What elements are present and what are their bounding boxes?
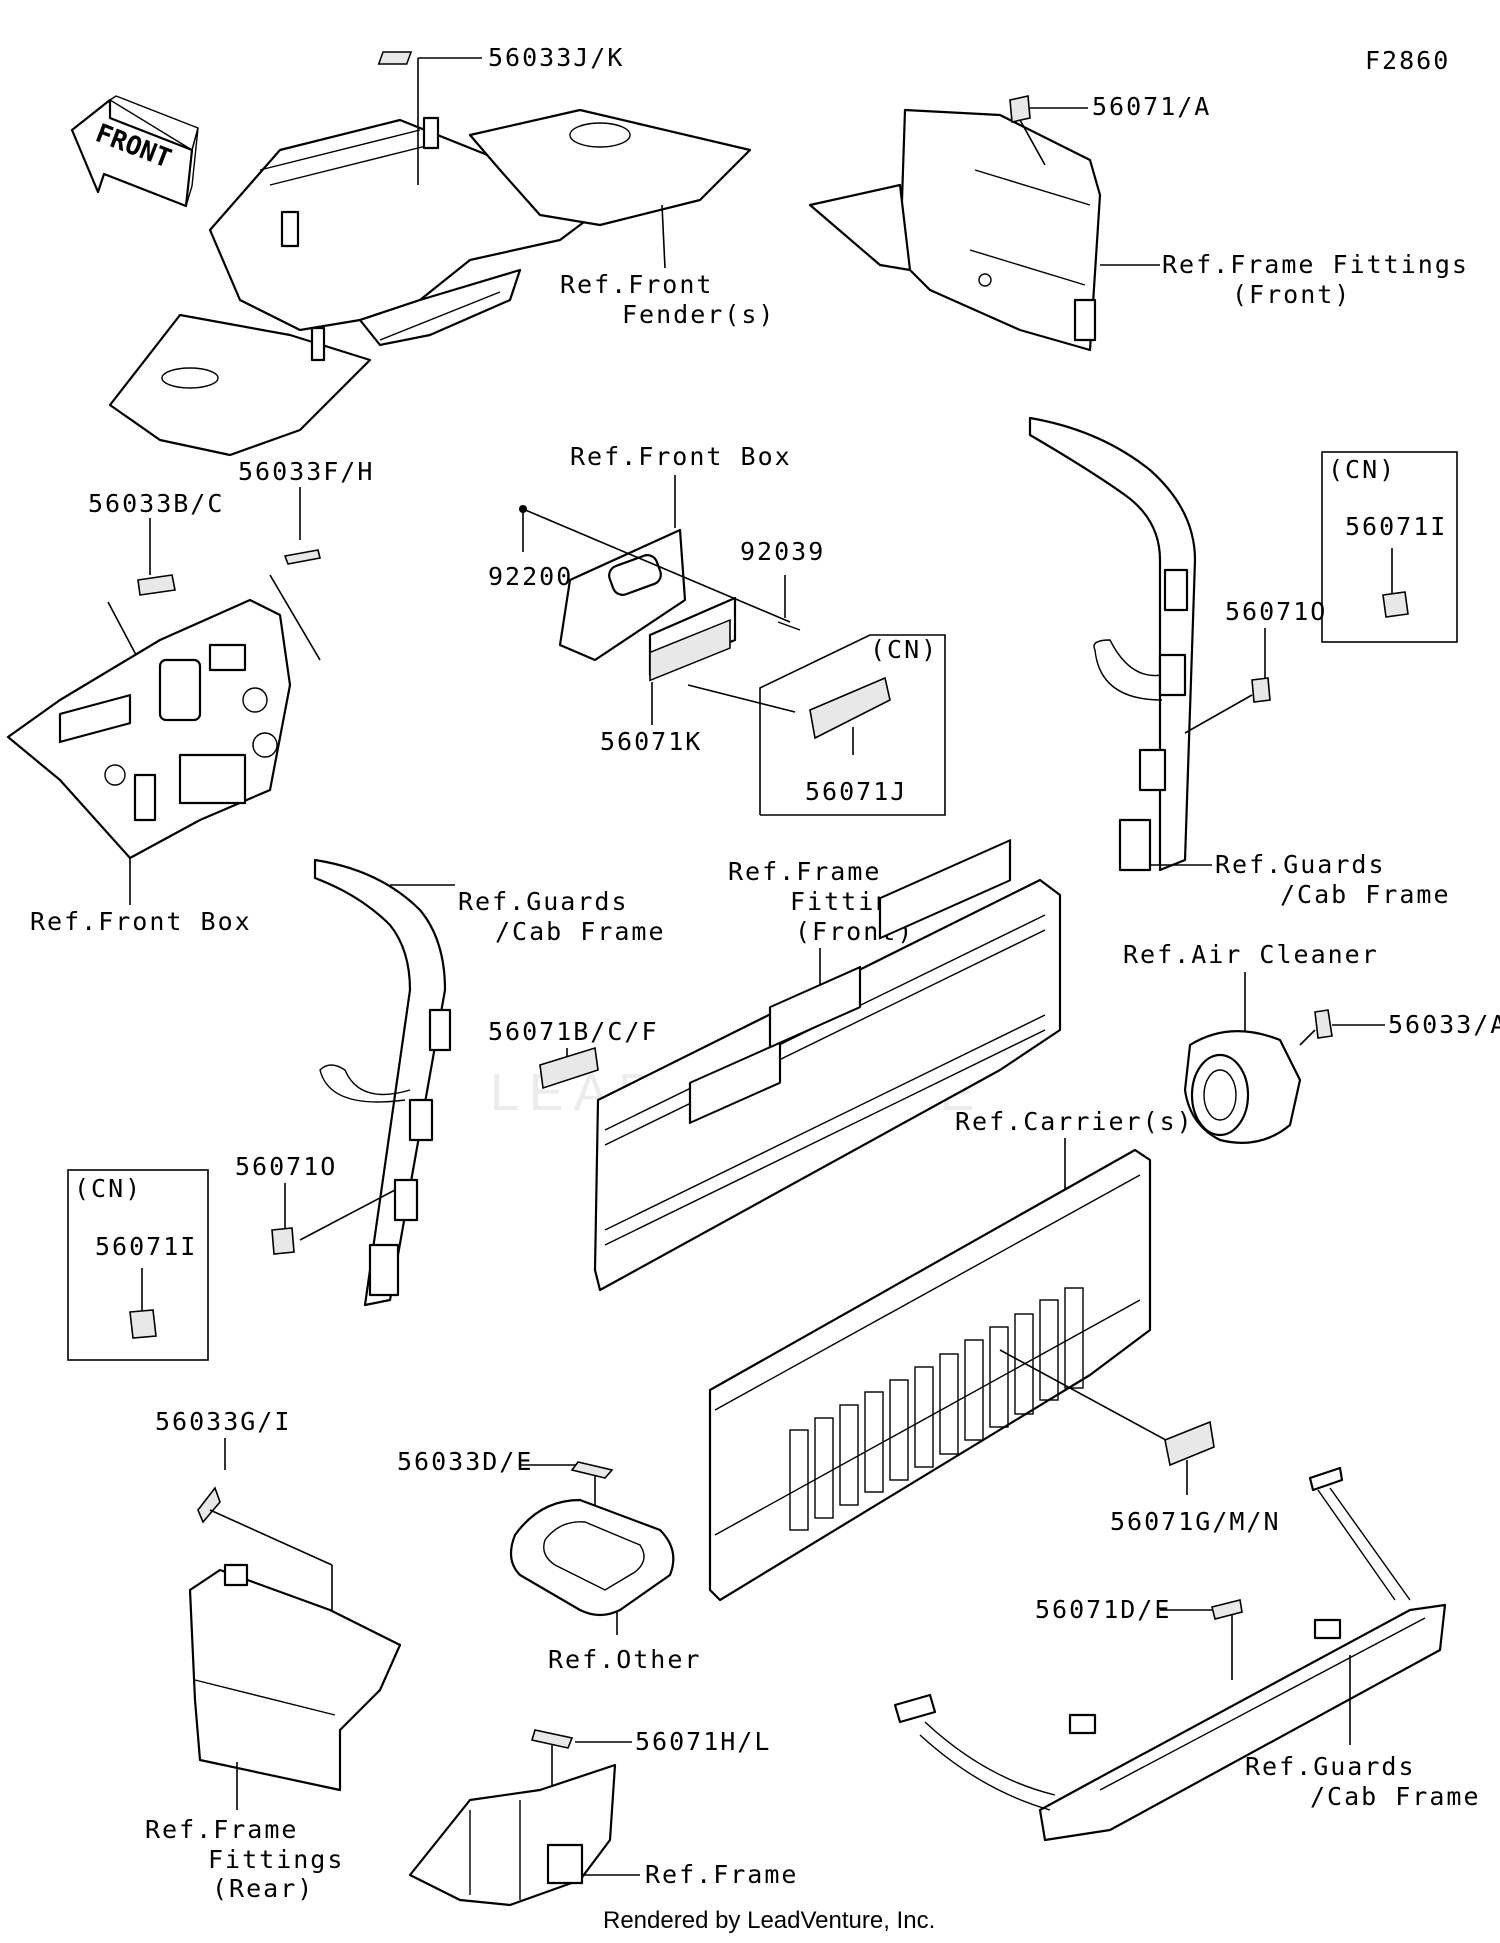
label-ref-guards-right-1: Ref.Guards	[1215, 850, 1386, 879]
label-56071bcf: 56071B/C/F	[488, 1017, 659, 1046]
label-ref-air-cleaner: Ref.Air Cleaner	[1123, 940, 1379, 969]
frame-fittings-front-panel	[593, 839, 1062, 1292]
label-ref-front-box-top: Ref.Front Box	[570, 442, 792, 471]
label-ref-guards-right-2: /Cab Frame	[1280, 880, 1451, 909]
label-56033a: 56033/A	[1388, 1010, 1500, 1039]
cn-label-center: (CN)	[870, 635, 938, 664]
decal-56033fh	[283, 549, 321, 565]
label-56071de: 56071D/E	[1035, 1595, 1171, 1624]
label-ref-carriers: Ref.Carrier(s)	[955, 1107, 1194, 1136]
dashboard-front-box	[6, 598, 292, 860]
cn-label-right: (CN)	[1328, 455, 1396, 484]
other-cover	[509, 1498, 675, 1617]
cn-box-center: (CN) 56071J	[759, 634, 946, 816]
label-ref-front-box-left: Ref.Front Box	[30, 907, 252, 936]
cab-frame-guard-left	[313, 858, 452, 1307]
decal-56071bcf	[539, 1046, 599, 1090]
label-56033jk: 56033J/K	[488, 43, 624, 72]
footer-credit: Rendered by LeadVenture, Inc.	[603, 1907, 935, 1934]
label-56071o-right: 56071O	[1225, 597, 1327, 626]
label-ref-front-fender-2: Fender(s)	[622, 300, 775, 329]
label-56033fh: 56033F/H	[238, 457, 374, 486]
cn-box-right: (CN) 56071I	[1321, 451, 1458, 643]
label-56071gmn: 56071G/M/N	[1110, 1507, 1281, 1536]
label-ref-front-fender-1: Ref.Front	[560, 270, 713, 299]
decal-56071hl	[530, 1729, 574, 1749]
label-56033bc: 56033B/C	[88, 489, 224, 518]
cab-frame-guard-right	[1028, 416, 1197, 872]
decal-56071j	[809, 676, 891, 740]
label-56071a: 56071/A	[1092, 92, 1211, 121]
decal-56071a	[1009, 95, 1031, 123]
label-56071i-left: 56071I	[95, 1232, 197, 1261]
label-ref-frame-fittings-mid-1: Ref.Frame	[728, 857, 881, 886]
label-ref-other: Ref.Other	[548, 1645, 701, 1674]
label-56033de: 56033D/E	[397, 1447, 533, 1476]
frame-section	[408, 1763, 617, 1907]
label-ref-guards-bottom-2: /Cab Frame	[1310, 1782, 1481, 1811]
decal-56071k	[649, 618, 731, 682]
label-ref-frame-fittings-front-2: (Front)	[1232, 280, 1351, 309]
cab-frame-guard-bottom	[893, 1466, 1447, 1842]
decal-56071o-right	[1251, 677, 1271, 703]
label-ref-guards-bottom-1: Ref.Guards	[1245, 1752, 1416, 1781]
front-arrow-icon: FRONT	[70, 95, 199, 208]
label-ref-frame-fittings-rear-2: Fittings	[208, 1845, 344, 1874]
air-cleaner-housing	[1183, 1030, 1302, 1144]
label-ref-frame-fittings-rear-1: Ref.Frame	[145, 1815, 298, 1844]
frame-fittings-front-top	[808, 108, 1102, 352]
decal-56033a	[1314, 1009, 1333, 1039]
carrier-panel	[708, 1148, 1152, 1602]
decal-56071o-left	[271, 1227, 295, 1255]
label-56071o-left: 56071O	[235, 1152, 337, 1181]
label-56033gi: 56033G/I	[155, 1407, 291, 1436]
label-ref-frame-fittings-front-1: Ref.Frame Fittings	[1162, 250, 1469, 279]
frame-fittings-rear	[188, 1563, 402, 1792]
decal-56033gi	[197, 1486, 221, 1524]
decal-56071gmn	[1164, 1420, 1215, 1467]
label-56071hl: 56071H/L	[635, 1727, 771, 1756]
front-fender-assembly	[108, 108, 752, 457]
decal-56033bc	[137, 574, 176, 596]
decal-56071de	[1211, 1599, 1243, 1620]
label-ref-guards-left-2: /Cab Frame	[495, 917, 666, 946]
label-ref-frame: Ref.Frame	[645, 1860, 798, 1889]
label-56071i-right: 56071I	[1345, 512, 1447, 541]
label-92039: 92039	[740, 537, 825, 566]
decal-56033de	[570, 1461, 614, 1479]
label-92200: 92200	[488, 562, 573, 591]
label-56071j: 56071J	[805, 777, 907, 806]
cn-box-left: (CN) 56071I	[67, 1169, 209, 1361]
label-ref-guards-left-1: Ref.Guards	[458, 887, 629, 916]
label-56071k: 56071K	[600, 727, 702, 756]
decal-56033jk	[377, 51, 413, 65]
label-ref-frame-fittings-rear-3: (Rear)	[212, 1874, 314, 1903]
decal-56071i-right	[1382, 591, 1409, 618]
decal-56071i-left	[129, 1309, 157, 1339]
diagram-code: F2860	[1365, 46, 1450, 75]
cn-label-left: (CN)	[74, 1174, 142, 1203]
